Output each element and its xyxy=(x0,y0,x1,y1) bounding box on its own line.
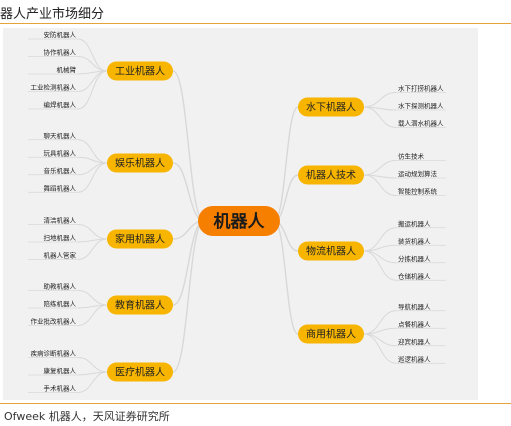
leaf-connector xyxy=(77,70,108,110)
leaf-connector xyxy=(77,139,108,164)
leaf-label: 陪练机器人 xyxy=(44,299,77,308)
leaf-label: 助教机器人 xyxy=(44,282,77,291)
branch-pill xyxy=(107,153,173,173)
branch-pill xyxy=(298,324,364,344)
leaf-connector xyxy=(77,290,108,306)
leaf-connector xyxy=(363,250,397,281)
leaf-label: 机器人管家 xyxy=(44,251,77,260)
branch-3-node: 教育机器人 xyxy=(107,295,173,315)
branch-pill xyxy=(298,165,364,185)
branch-label: 家用机器人 xyxy=(115,233,165,246)
leaf-connector xyxy=(363,227,397,252)
leaf-label: 扫地机器人 xyxy=(44,233,77,242)
leaf-connector xyxy=(77,304,108,326)
leaf-label: 机械臂 xyxy=(57,65,77,74)
leaf-connector xyxy=(77,162,108,193)
branch-pill xyxy=(298,241,364,261)
connector-line xyxy=(172,220,205,373)
connector-line xyxy=(273,106,299,222)
leaf-label: 导航机器人 xyxy=(398,302,431,311)
leaf-connector xyxy=(77,238,108,260)
leaf-connector xyxy=(77,224,108,240)
leaf-connector xyxy=(77,162,108,176)
branch-label: 物流机器人 xyxy=(306,245,356,258)
leaf-label: 水下探测机器人 xyxy=(398,101,444,110)
branch-label: 工业机器人 xyxy=(115,65,165,78)
leaf-label: 水下打捞机器人 xyxy=(398,84,444,93)
leaf-connector xyxy=(363,333,397,347)
leaf-label: 工业检测机器人 xyxy=(31,83,77,92)
branch-2-node: 家用机器人 xyxy=(107,229,173,249)
leaf-connector xyxy=(363,333,397,364)
branch-pill xyxy=(107,295,173,315)
leaf-connector xyxy=(363,92,397,108)
branch-label: 商用机器人 xyxy=(306,328,356,341)
branch-label: 医疗机器人 xyxy=(115,366,165,379)
leaf-label: 运动规划算法 xyxy=(398,169,438,178)
branch-label: 教育机器人 xyxy=(115,299,165,312)
branch-0-node: 工业机器人 xyxy=(107,61,173,81)
leaf-label: 仓储机器人 xyxy=(398,271,431,280)
leaf-label: 安防机器人 xyxy=(44,30,77,39)
leaf-label: 编焊机器人 xyxy=(44,100,77,109)
leaf-connector xyxy=(363,106,397,128)
leaf-label: 手术机器人 xyxy=(44,384,77,393)
leaf-connector xyxy=(363,310,397,335)
leaf-label: 玩具机器人 xyxy=(44,148,77,157)
branch-pill xyxy=(107,61,173,81)
branch-label: 水下机器人 xyxy=(306,101,356,114)
center-label: 机器人 xyxy=(214,211,266,232)
leaf-label: 载人潜水机器人 xyxy=(398,119,444,128)
leaf-label: 康复机器人 xyxy=(44,366,77,375)
branch-4-node: 医疗机器人 xyxy=(107,362,173,382)
leaf-connector xyxy=(363,174,397,196)
leaf-label: 迎宾机器人 xyxy=(398,337,431,346)
leaf-connector xyxy=(77,357,108,373)
branch-5-node: 水下机器人 xyxy=(298,97,364,117)
leaf-connector xyxy=(77,371,108,393)
branch-label: 娱乐机器人 xyxy=(115,157,165,170)
top-divider xyxy=(0,23,511,24)
leaf-label: 分拣机器人 xyxy=(398,254,431,263)
branch-pill xyxy=(298,97,364,117)
leaf-label: 点餐机器人 xyxy=(398,319,431,328)
leaf-label: 巡逻机器人 xyxy=(398,354,431,363)
center-pill xyxy=(198,206,280,236)
leaf-label: 作业批改机器人 xyxy=(31,317,77,326)
leaf-label: 协作机器人 xyxy=(44,48,77,57)
center-node: 机器人 xyxy=(198,206,280,236)
leaf-label: 聊天机器人 xyxy=(44,131,77,140)
leaf-label: 搬运机器人 xyxy=(398,219,431,228)
leaf-label: 仿生技术 xyxy=(398,152,425,161)
leaf-label: 舞蹈机器人 xyxy=(44,183,77,192)
branch-1-node: 娱乐机器人 xyxy=(107,153,173,173)
leaf-label: 音乐机器人 xyxy=(44,166,77,175)
connector-line xyxy=(172,162,205,222)
leaf-connector xyxy=(363,250,397,264)
leaf-connector xyxy=(77,38,108,72)
connector-line xyxy=(273,220,299,335)
source-note: Ofweek 机器人，天风证券研究所 xyxy=(4,410,170,423)
connector-line xyxy=(172,70,205,222)
branch-6-node: 机器人技术 xyxy=(298,165,364,185)
leaf-label: 装货机器人 xyxy=(398,236,431,245)
branch-pill xyxy=(107,229,173,249)
leaf-label: 智能控制系统 xyxy=(398,187,438,196)
leaf-label: 疾病诊断机器人 xyxy=(31,349,77,358)
page-title: 器人产业市场细分 xyxy=(0,7,105,22)
branch-pill xyxy=(107,362,173,382)
branch-7-node: 物流机器人 xyxy=(298,241,364,261)
leaf-connector xyxy=(77,56,108,72)
bottom-divider xyxy=(0,403,511,404)
leaf-label: 清洁机器人 xyxy=(44,216,77,225)
branch-label: 机器人技术 xyxy=(306,169,356,182)
branch-8-node: 商用机器人 xyxy=(298,324,364,344)
leaf-connector xyxy=(363,160,397,176)
